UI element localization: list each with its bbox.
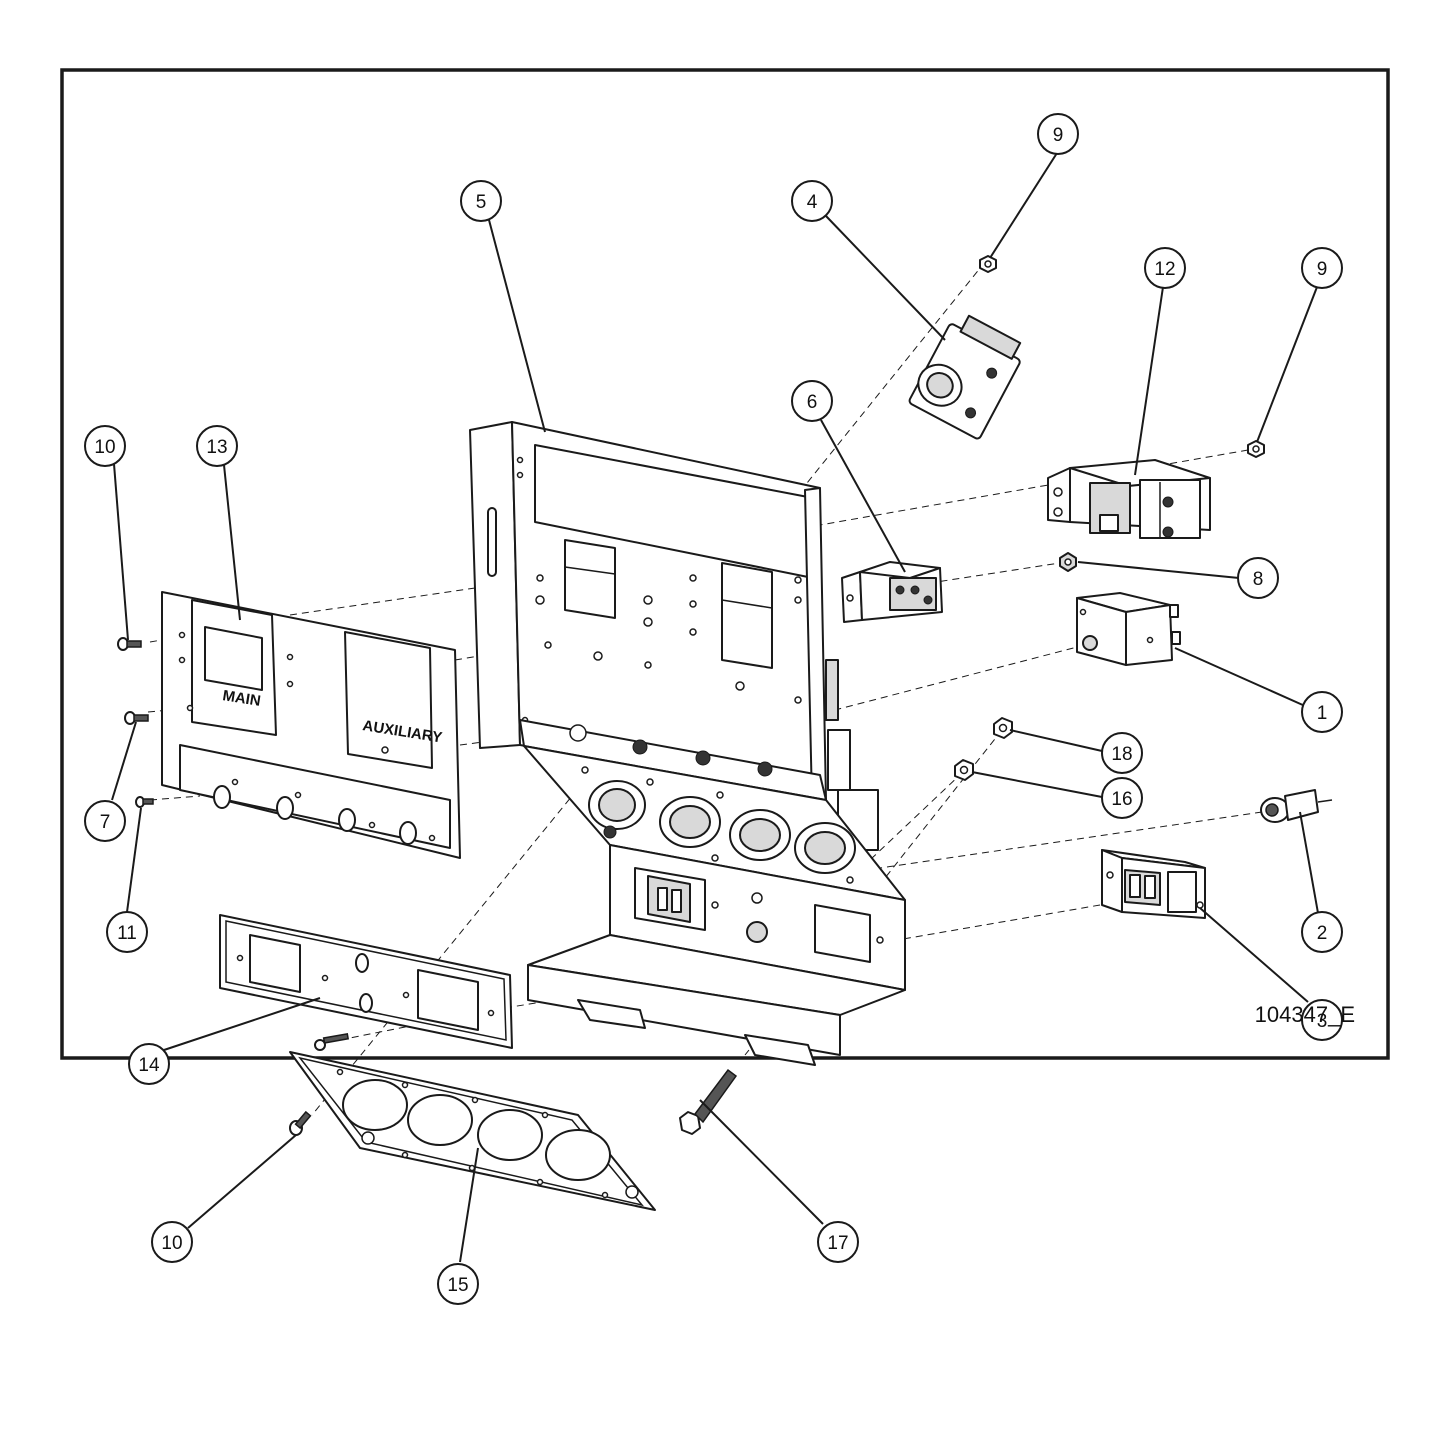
callout-5-label: 5 <box>476 192 487 213</box>
callout-4: 4 <box>791 180 833 222</box>
callout-15: 15 <box>437 1263 479 1305</box>
callout-15-label: 15 <box>447 1275 468 1296</box>
callout-12: 12 <box>1144 247 1186 289</box>
toggle-switch <box>1260 789 1333 823</box>
chassis-bracket <box>469 421 906 1066</box>
terminal-block <box>841 561 943 623</box>
callout-7-label: 7 <box>100 812 111 833</box>
callout-10-lower: 10 <box>151 1221 193 1263</box>
main-label: MAIN <box>221 687 262 710</box>
callout-13-label: 13 <box>206 437 227 458</box>
relay-box <box>1076 592 1181 666</box>
callout-17-label: 17 <box>827 1233 848 1254</box>
callout-11-label: 11 <box>117 923 137 944</box>
callout-5: 5 <box>460 180 502 222</box>
callout-2-label: 2 <box>1317 923 1328 944</box>
callout-16: 16 <box>1101 777 1143 819</box>
leader-lines <box>111 152 1319 1263</box>
callout-6: 6 <box>791 380 833 422</box>
callout-16-label: 16 <box>1111 789 1132 810</box>
callout-8-label: 8 <box>1253 569 1264 590</box>
callout-11: 11 <box>106 911 148 953</box>
callout-4-label: 4 <box>807 192 818 213</box>
callout-10-upper: 10 <box>84 425 126 467</box>
drawing-number: 104347_E <box>1255 1002 1355 1027</box>
callout-14-label: 14 <box>138 1055 160 1076</box>
callout-9-right-label: 9 <box>1317 259 1328 280</box>
callout-7: 7 <box>84 800 126 842</box>
breaker-part-4 <box>908 314 1022 440</box>
callout-18: 18 <box>1101 732 1143 774</box>
callout-3: 3 <box>1301 999 1343 1041</box>
callout-8: 8 <box>1237 557 1279 599</box>
callout-10-lower-label: 10 <box>161 1233 182 1254</box>
callout-9-upper-label: 9 <box>1053 125 1064 146</box>
breaker-part-12 <box>1047 459 1211 539</box>
callout-6-label: 6 <box>807 392 818 413</box>
callout-1-label: 1 <box>1317 703 1328 724</box>
receptacle-cover-plate <box>219 914 513 1049</box>
callout-17: 17 <box>817 1221 859 1263</box>
callout-18-label: 18 <box>1111 744 1132 765</box>
callout-9-right: 9 <box>1301 247 1343 289</box>
callout-10-upper-label: 10 <box>94 437 115 458</box>
callout-3-label: 3 <box>1317 1011 1328 1032</box>
callout-12-label: 12 <box>1154 259 1175 280</box>
callout-9-upper: 9 <box>1037 113 1079 155</box>
gasket-plate <box>289 1051 656 1211</box>
callout-1: 1 <box>1301 691 1343 733</box>
hardware <box>117 255 1265 1136</box>
callout-13: 13 <box>196 425 238 467</box>
callout-14: 14 <box>128 1043 170 1085</box>
gfci-receptacle <box>1101 849 1206 919</box>
callout-2: 2 <box>1301 911 1343 953</box>
front-panel: MAIN AUXILIARY <box>161 591 461 859</box>
